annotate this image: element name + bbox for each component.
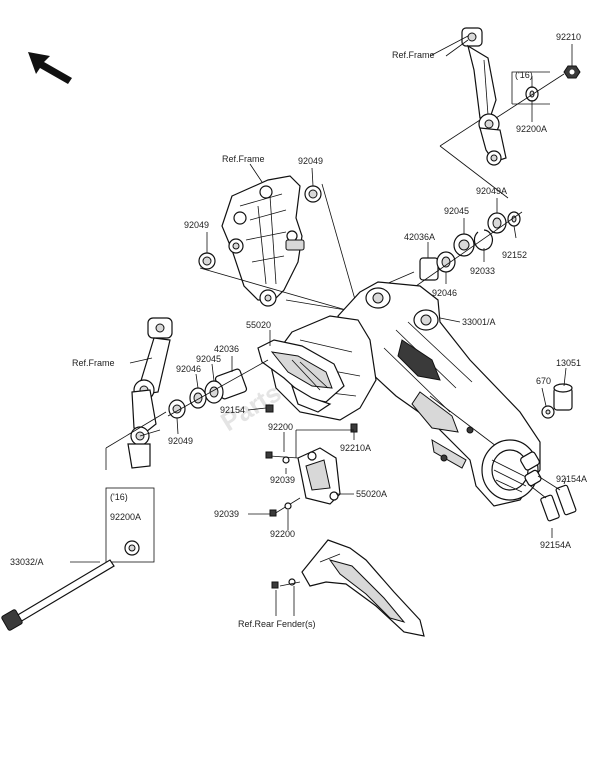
label-92200A-top: 92200A	[516, 124, 547, 134]
label-92049-mid-left: 92049	[184, 220, 209, 230]
label-92154A-b: 92154A	[540, 540, 571, 550]
label-92046-right: 92046	[432, 288, 457, 298]
rear-fender-guard	[271, 539, 425, 637]
label-92200A-left: 92200A	[110, 512, 141, 522]
bolt-92210A	[350, 423, 358, 433]
circlip-92033	[473, 229, 494, 251]
bracket-55020A	[265, 429, 354, 517]
label-92210: 92210	[556, 32, 581, 42]
label-33032A: 33032/A	[10, 557, 44, 567]
label-ref-frame-top: Ref.Frame	[392, 50, 435, 60]
swingarm-33001A	[269, 281, 542, 507]
label-55020: 55020	[246, 320, 271, 330]
part-labels: 92210 Ref.Frame ('16) 92200A Ref.Frame 9…	[10, 32, 587, 629]
label-42036A: 42036A	[404, 232, 435, 242]
label-92049A: 92049A	[476, 186, 507, 196]
label-92210A: 92210A	[340, 443, 371, 453]
year-2016-washer-box	[105, 487, 155, 563]
label-year-16-top: ('16)	[515, 70, 533, 80]
label-33001A: 33001/A	[462, 317, 496, 327]
upper-right-linkage	[429, 27, 581, 199]
label-92039-a: 92039	[270, 475, 295, 485]
left-bearing-stack	[167, 359, 274, 419]
fender-bolt	[271, 581, 279, 589]
label-92154: 92154	[220, 405, 245, 415]
bolt-92154A-b	[540, 494, 560, 522]
label-670: 670	[536, 376, 551, 386]
label-year-16-left: ('16)	[110, 492, 128, 502]
bolt-92154	[265, 404, 274, 413]
label-92045-left: 92045	[196, 354, 221, 364]
label-92045-right: 92045	[444, 206, 469, 216]
bolt-92154A-a	[555, 484, 577, 516]
label-55020A: 55020A	[356, 489, 387, 499]
left-linkage	[105, 317, 173, 470]
label-92049-left: 92049	[168, 436, 193, 446]
collar-42036A	[419, 257, 439, 281]
adjuster-parts	[527, 383, 577, 522]
label-92154A-a: 92154A	[556, 474, 587, 484]
screw-92039-a	[265, 451, 273, 459]
chain-guard-55020	[257, 339, 345, 413]
label-92046-left: 92046	[176, 364, 201, 374]
label-92200-a: 92200	[268, 422, 293, 432]
frame-plate-upper	[198, 175, 361, 315]
pivot-shaft-33032A	[1, 559, 115, 631]
right-bearing-stack	[371, 211, 523, 301]
front-direction-arrow-icon	[28, 52, 72, 84]
label-92152: 92152	[502, 250, 527, 260]
label-92033: 92033	[470, 266, 495, 276]
label-92200-b: 92200	[270, 529, 295, 539]
label-42036: 42036	[214, 344, 239, 354]
label-ref-rear-fender: Ref.Rear Fender(s)	[238, 619, 316, 629]
label-13051: 13051	[556, 358, 581, 368]
label-92049-mid-right: 92049	[298, 156, 323, 166]
label-ref-frame-left: Ref.Frame	[72, 358, 115, 368]
leader-lines	[70, 39, 573, 563]
label-92039-b: 92039	[214, 509, 239, 519]
label-ref-frame-mid: Ref.Frame	[222, 154, 265, 164]
screw-92039-b	[269, 509, 277, 517]
